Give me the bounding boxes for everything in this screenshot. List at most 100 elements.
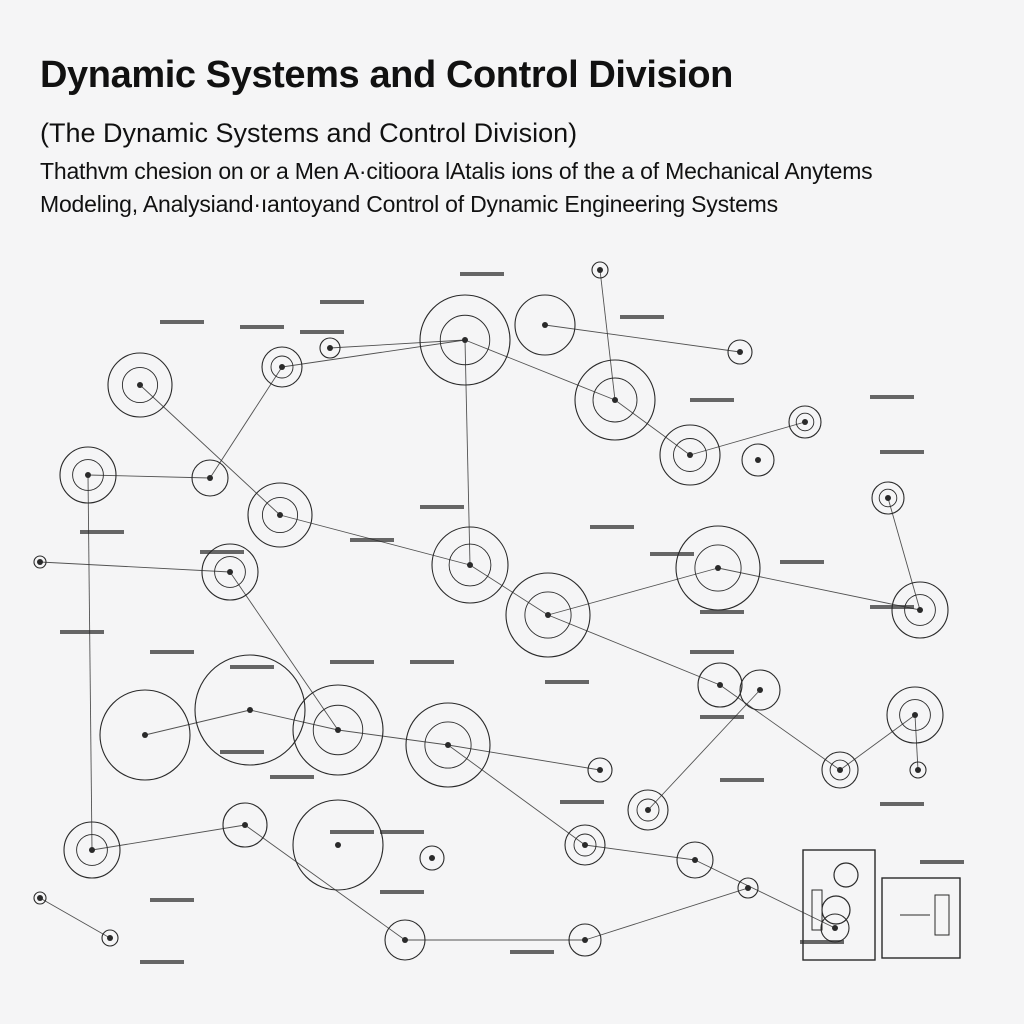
linkage-line <box>544 324 741 353</box>
mechanism-diagram-svg <box>33 261 964 964</box>
wheel-hub <box>279 364 285 370</box>
wheel-circle <box>741 443 775 477</box>
annotation-mark <box>920 860 964 864</box>
annotation-mark <box>160 320 204 324</box>
description-line-1: Thathvm chesion on or a Men A·citioora l… <box>40 158 873 184</box>
annotation-mark <box>60 630 104 634</box>
wheel-circle <box>568 923 602 957</box>
wheel-hub <box>912 712 918 718</box>
annotation-mark <box>330 660 374 664</box>
annotation-mark <box>80 530 124 534</box>
wheel-circle <box>59 446 117 504</box>
annotation-mark <box>330 830 374 834</box>
wheel-inner-ring <box>312 704 364 756</box>
wheel-inner-ring <box>899 699 931 731</box>
annotation-mark <box>380 830 424 834</box>
wheel-circle <box>788 405 822 439</box>
annotation-mark <box>800 940 844 944</box>
wheel-circle <box>886 686 944 744</box>
wheel-circle <box>384 919 426 961</box>
wheel-hub <box>277 512 283 518</box>
wheel-circle <box>191 459 229 497</box>
wheel-hub <box>692 857 698 863</box>
annotation-mark <box>350 538 394 542</box>
linkage-line <box>87 474 93 851</box>
wheel-hub <box>37 895 43 901</box>
wheel-circle <box>505 572 591 658</box>
linkage-line <box>887 497 921 611</box>
linkage-line <box>694 859 836 929</box>
wheel-circle <box>222 802 268 848</box>
schematic-block <box>811 889 823 931</box>
wheel-circle <box>247 482 313 548</box>
wheel-hub <box>717 682 723 688</box>
wheel-circle <box>739 669 781 711</box>
annotation-mark <box>320 300 364 304</box>
wheel-circle <box>405 702 491 788</box>
wheel-hub <box>85 472 91 478</box>
wheel-hub <box>597 267 603 273</box>
wheel-inner-ring <box>76 834 108 866</box>
annotation-mark <box>690 650 734 654</box>
annotation-mark <box>240 325 284 329</box>
schematic-frame <box>802 849 876 961</box>
wheel-circle <box>697 662 743 708</box>
wheel-circle <box>514 294 576 356</box>
wheel-hub <box>612 397 618 403</box>
wheel-inner-ring <box>636 798 660 822</box>
linkage-line <box>547 614 721 686</box>
annotation-mark <box>460 272 504 276</box>
wheel-circle <box>33 555 47 569</box>
wheel-hub <box>247 707 253 713</box>
wheel-hub <box>242 822 248 828</box>
wheel-hub <box>832 925 838 931</box>
linkage-line <box>229 571 339 731</box>
wheel-hub <box>757 687 763 693</box>
wheel-circle <box>574 359 656 441</box>
linkage-line <box>599 269 616 401</box>
wheel-circle <box>659 424 721 486</box>
wheel-circle <box>63 821 121 879</box>
wheel-inner-ring <box>261 496 299 534</box>
description-line-2: Modeling, Analysiand·ıantoyand Control o… <box>40 191 778 217</box>
wheel-hub <box>917 607 923 613</box>
annotation-mark <box>880 450 924 454</box>
wheel-inner-ring <box>829 759 851 781</box>
annotation-mark <box>650 552 694 556</box>
wheel-hub <box>745 885 751 891</box>
wheel-hub <box>737 349 743 355</box>
annotation-mark <box>700 715 744 719</box>
annotation-mark <box>870 395 914 399</box>
wheel-hub <box>227 569 233 575</box>
wheel-inner-ring <box>573 833 597 857</box>
annotation-mark <box>300 330 344 334</box>
wheel-inner-ring <box>448 543 492 587</box>
linkage-line <box>689 421 806 456</box>
wheel-hub <box>37 559 43 565</box>
linkage-line <box>337 729 449 746</box>
annotation-mark <box>140 960 184 964</box>
annotation-mark <box>620 315 664 319</box>
wheel-hub <box>89 847 95 853</box>
linkage-line <box>469 564 549 616</box>
wheel-circle <box>319 337 341 359</box>
linkage-line <box>839 714 916 771</box>
wheel-inner-ring <box>439 314 491 366</box>
linkage-line <box>547 567 719 616</box>
wheel-circle <box>292 799 384 891</box>
wheel-circle <box>627 789 669 831</box>
wheel-circle <box>909 761 927 779</box>
wheel-circle <box>101 929 119 947</box>
wheel-hub <box>582 842 588 848</box>
annotation-mark <box>230 665 274 669</box>
wheel-hub <box>335 842 341 848</box>
annotation-mark <box>150 898 194 902</box>
wheel-circle <box>871 481 905 515</box>
schematic-frame <box>881 877 961 959</box>
wheel-circle <box>194 654 306 766</box>
wheel-hub <box>837 767 843 773</box>
wheel-hub <box>915 767 921 773</box>
schematic-wheel <box>821 895 851 925</box>
annotation-mark <box>870 605 914 609</box>
wheel-circle <box>821 751 859 789</box>
